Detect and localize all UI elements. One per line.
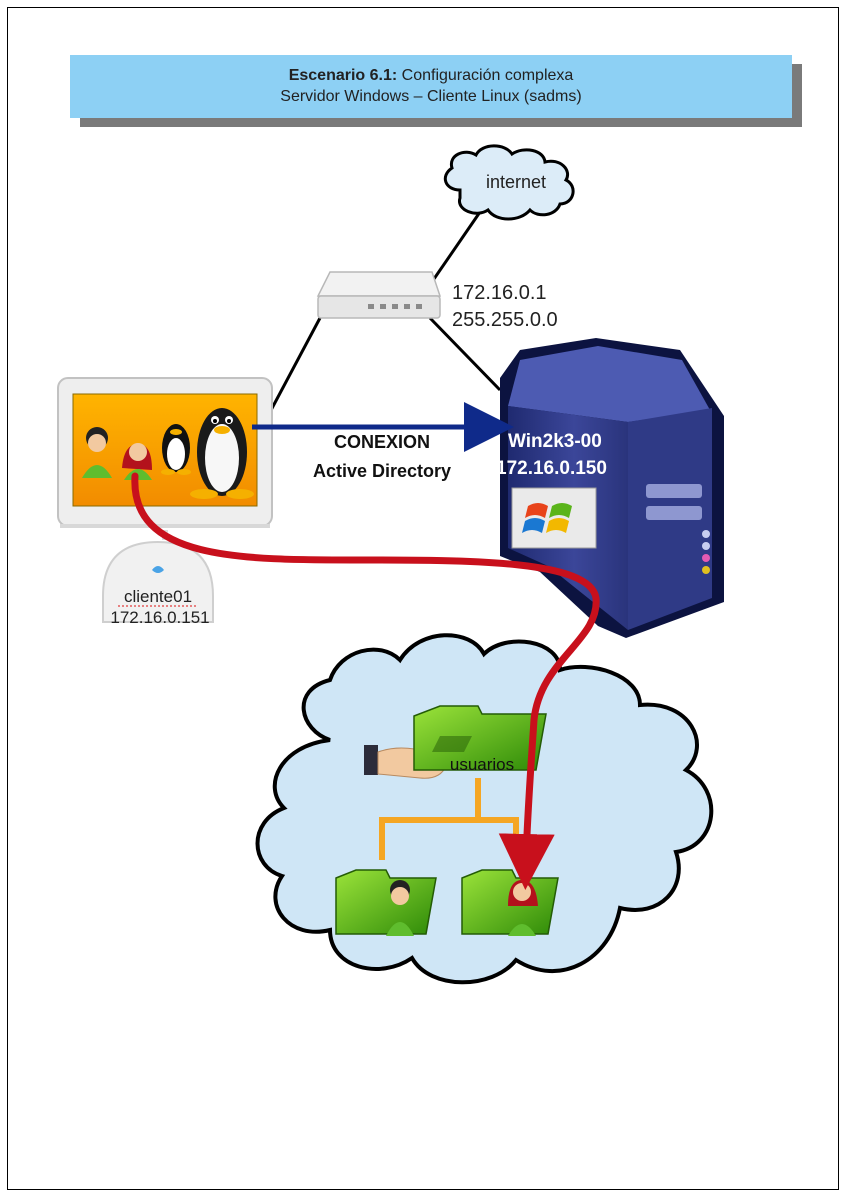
folder-user2-icon [461, 869, 559, 936]
internet-cloud-shape [443, 144, 575, 221]
title-config: Configuración complexa [397, 67, 573, 84]
client-name: cliente01 [124, 587, 192, 606]
folder-user1-icon [335, 869, 437, 936]
internet-label: internet [486, 172, 546, 192]
windows-logo-icon [511, 487, 597, 549]
svg-text:Escenario 6.1: Configuración c: Escenario 6.1: Configuración complexa [289, 67, 574, 84]
page-frame [7, 7, 839, 1190]
connection-label-1: CONEXION [334, 432, 430, 452]
title-banner: Escenario 6.1: Configuración complexa Se… [70, 55, 802, 127]
share-label: usuarios [450, 755, 514, 774]
user-access-arrow [131, 472, 600, 890]
link-router-client [268, 317, 322, 413]
folder-usuarios-icon [413, 705, 547, 771]
internet-cloud: internet [443, 144, 575, 221]
server-icon [500, 338, 724, 638]
title-subtitle: Servidor Windows – Cliente Linux (sadms) [280, 88, 581, 105]
title-scenario: Escenario 6.1: [289, 67, 398, 84]
title-box [70, 55, 792, 118]
server-name: Win2k3-00 [508, 431, 602, 452]
linux-penguins-icon [161, 408, 254, 499]
router-mask: 255.255.0.0 [452, 309, 558, 331]
router-icon [316, 271, 442, 319]
router-ip: 172.16.0.1 [452, 282, 547, 304]
client-ip: 172.16.0.151 [110, 608, 209, 627]
client-monitor [57, 377, 273, 540]
server-ip: 172.16.0.150 [496, 458, 607, 479]
client-label-bubble: cliente01 172.16.0.151 [102, 540, 214, 627]
connection-label-2: Active Directory [313, 461, 451, 481]
link-router-server [428, 316, 502, 392]
